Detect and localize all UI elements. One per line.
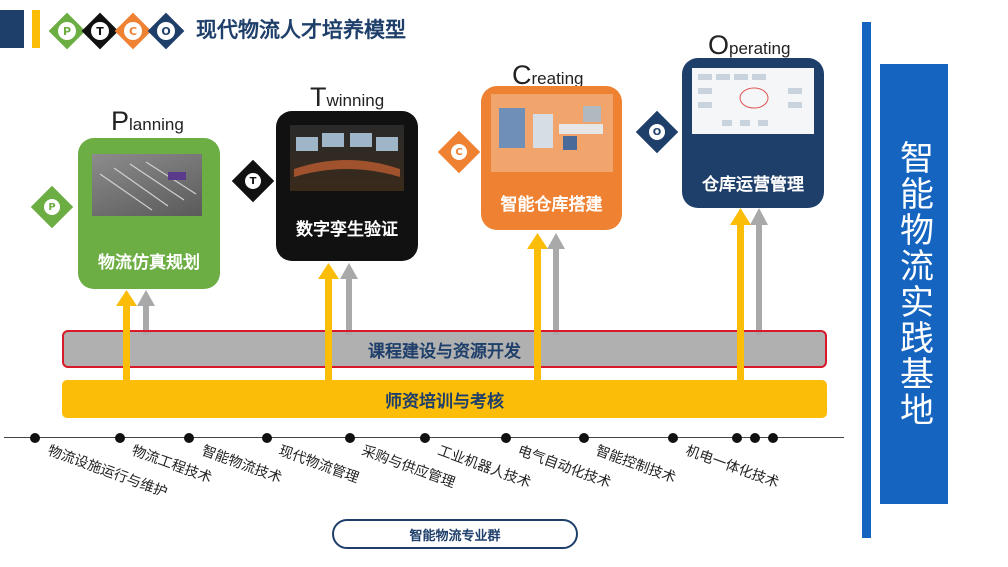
timeline-dot (668, 433, 678, 443)
timeline-dot (262, 433, 272, 443)
arrow-operating-gray (750, 208, 768, 335)
stage-title-planning: Planning (111, 106, 184, 136)
badge-letter-planning: P (44, 199, 60, 215)
logo-letter-c: C (124, 22, 142, 40)
arrow-planning-gray (137, 290, 155, 335)
timeline-dot (115, 433, 125, 443)
side-label: 智能物流实践基地 (893, 140, 934, 428)
major-group-text: 智能物流专业群 (409, 528, 501, 544)
timeline-dot (579, 433, 589, 443)
badge-letter-twinning: T (245, 173, 261, 189)
side-divider (862, 22, 871, 538)
badge-letter-operating: O (649, 124, 665, 140)
stage-label-planning: 物流仿真规划 (98, 253, 200, 273)
teacher-training-bar: 师资培训与考核 (62, 380, 827, 418)
stage-card-planning: 物流仿真规划 (78, 138, 220, 289)
timeline-dot (184, 433, 194, 443)
arrow-operating-yellow (730, 208, 751, 383)
twinning-image (290, 125, 404, 191)
major-group-label: 智能物流专业群 (332, 519, 578, 549)
stage-label-twinning: 数字孪生验证 (296, 220, 398, 240)
header-accent-yellow (32, 10, 40, 48)
side-panel: 智能物流实践基地 (880, 64, 948, 504)
stage-title-twinning: Twinning (310, 82, 385, 112)
course-development-bar: 课程建设与资源开发 (62, 330, 827, 368)
logo-letter-p: P (58, 22, 76, 40)
planning-image (92, 154, 202, 216)
warehouse-layout-icon (99, 161, 197, 211)
stage-card-twinning: 数字孪生验证 (276, 111, 418, 261)
stage-label-creating: 智能仓库搭建 (500, 195, 603, 215)
logo-letter-t: T (91, 22, 109, 40)
header-accent-navy (0, 10, 24, 48)
badge-letter-creating: C (451, 144, 467, 160)
timeline-dot (732, 433, 742, 443)
stage-label-operating: 仓库运营管理 (702, 175, 804, 195)
timeline-dot (345, 433, 355, 443)
timeline-dot (750, 433, 760, 443)
smart-warehouse-icon (499, 106, 603, 150)
arrow-twinning-gray (340, 263, 358, 335)
stage-card-operating: 仓库运营管理 (682, 58, 824, 208)
management-dashboard-icon (698, 74, 802, 126)
timeline-dot (501, 433, 511, 443)
arrow-creating-yellow (527, 233, 548, 383)
stage-card-creating: 智能仓库搭建 (481, 86, 622, 230)
control-room-icon (294, 133, 400, 177)
timeline-dot (30, 433, 40, 443)
logo-letter-o: O (157, 22, 175, 40)
operating-image (692, 68, 814, 134)
stage-title-creating: Creating (512, 60, 584, 90)
teacher-training-label: 师资培训与考核 (385, 391, 504, 412)
course-development-label: 课程建设与资源开发 (368, 341, 521, 362)
arrow-creating-gray (547, 233, 565, 335)
stage-title-operating: Operating (708, 30, 791, 60)
timeline-dot (768, 433, 778, 443)
timeline-dot (420, 433, 430, 443)
creating-image (491, 94, 613, 172)
page-title: 现代物流人才培养模型 (196, 18, 406, 42)
